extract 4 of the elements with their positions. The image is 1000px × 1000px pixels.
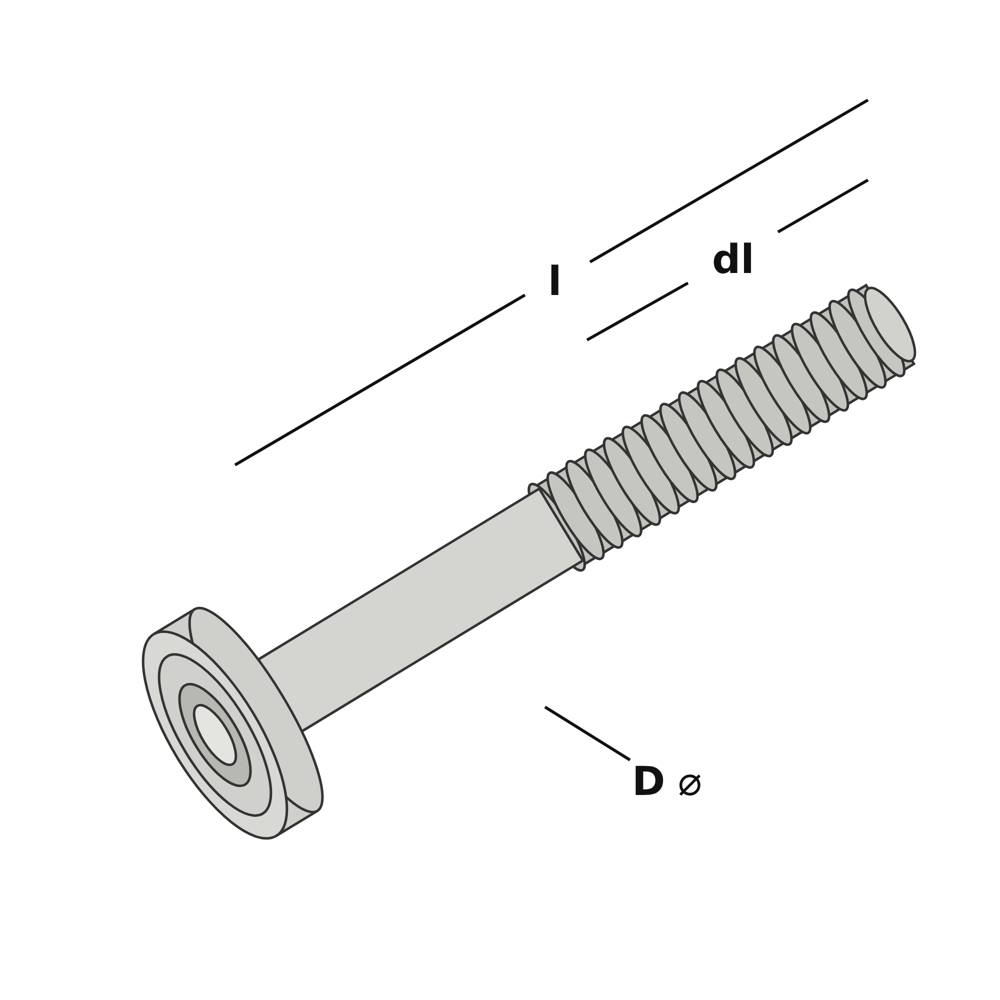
leader-line (544, 706, 631, 762)
dimension-label: D ⌀ (632, 762, 702, 802)
dimension-label: l (548, 262, 562, 302)
dimension-label: dl (712, 240, 754, 280)
